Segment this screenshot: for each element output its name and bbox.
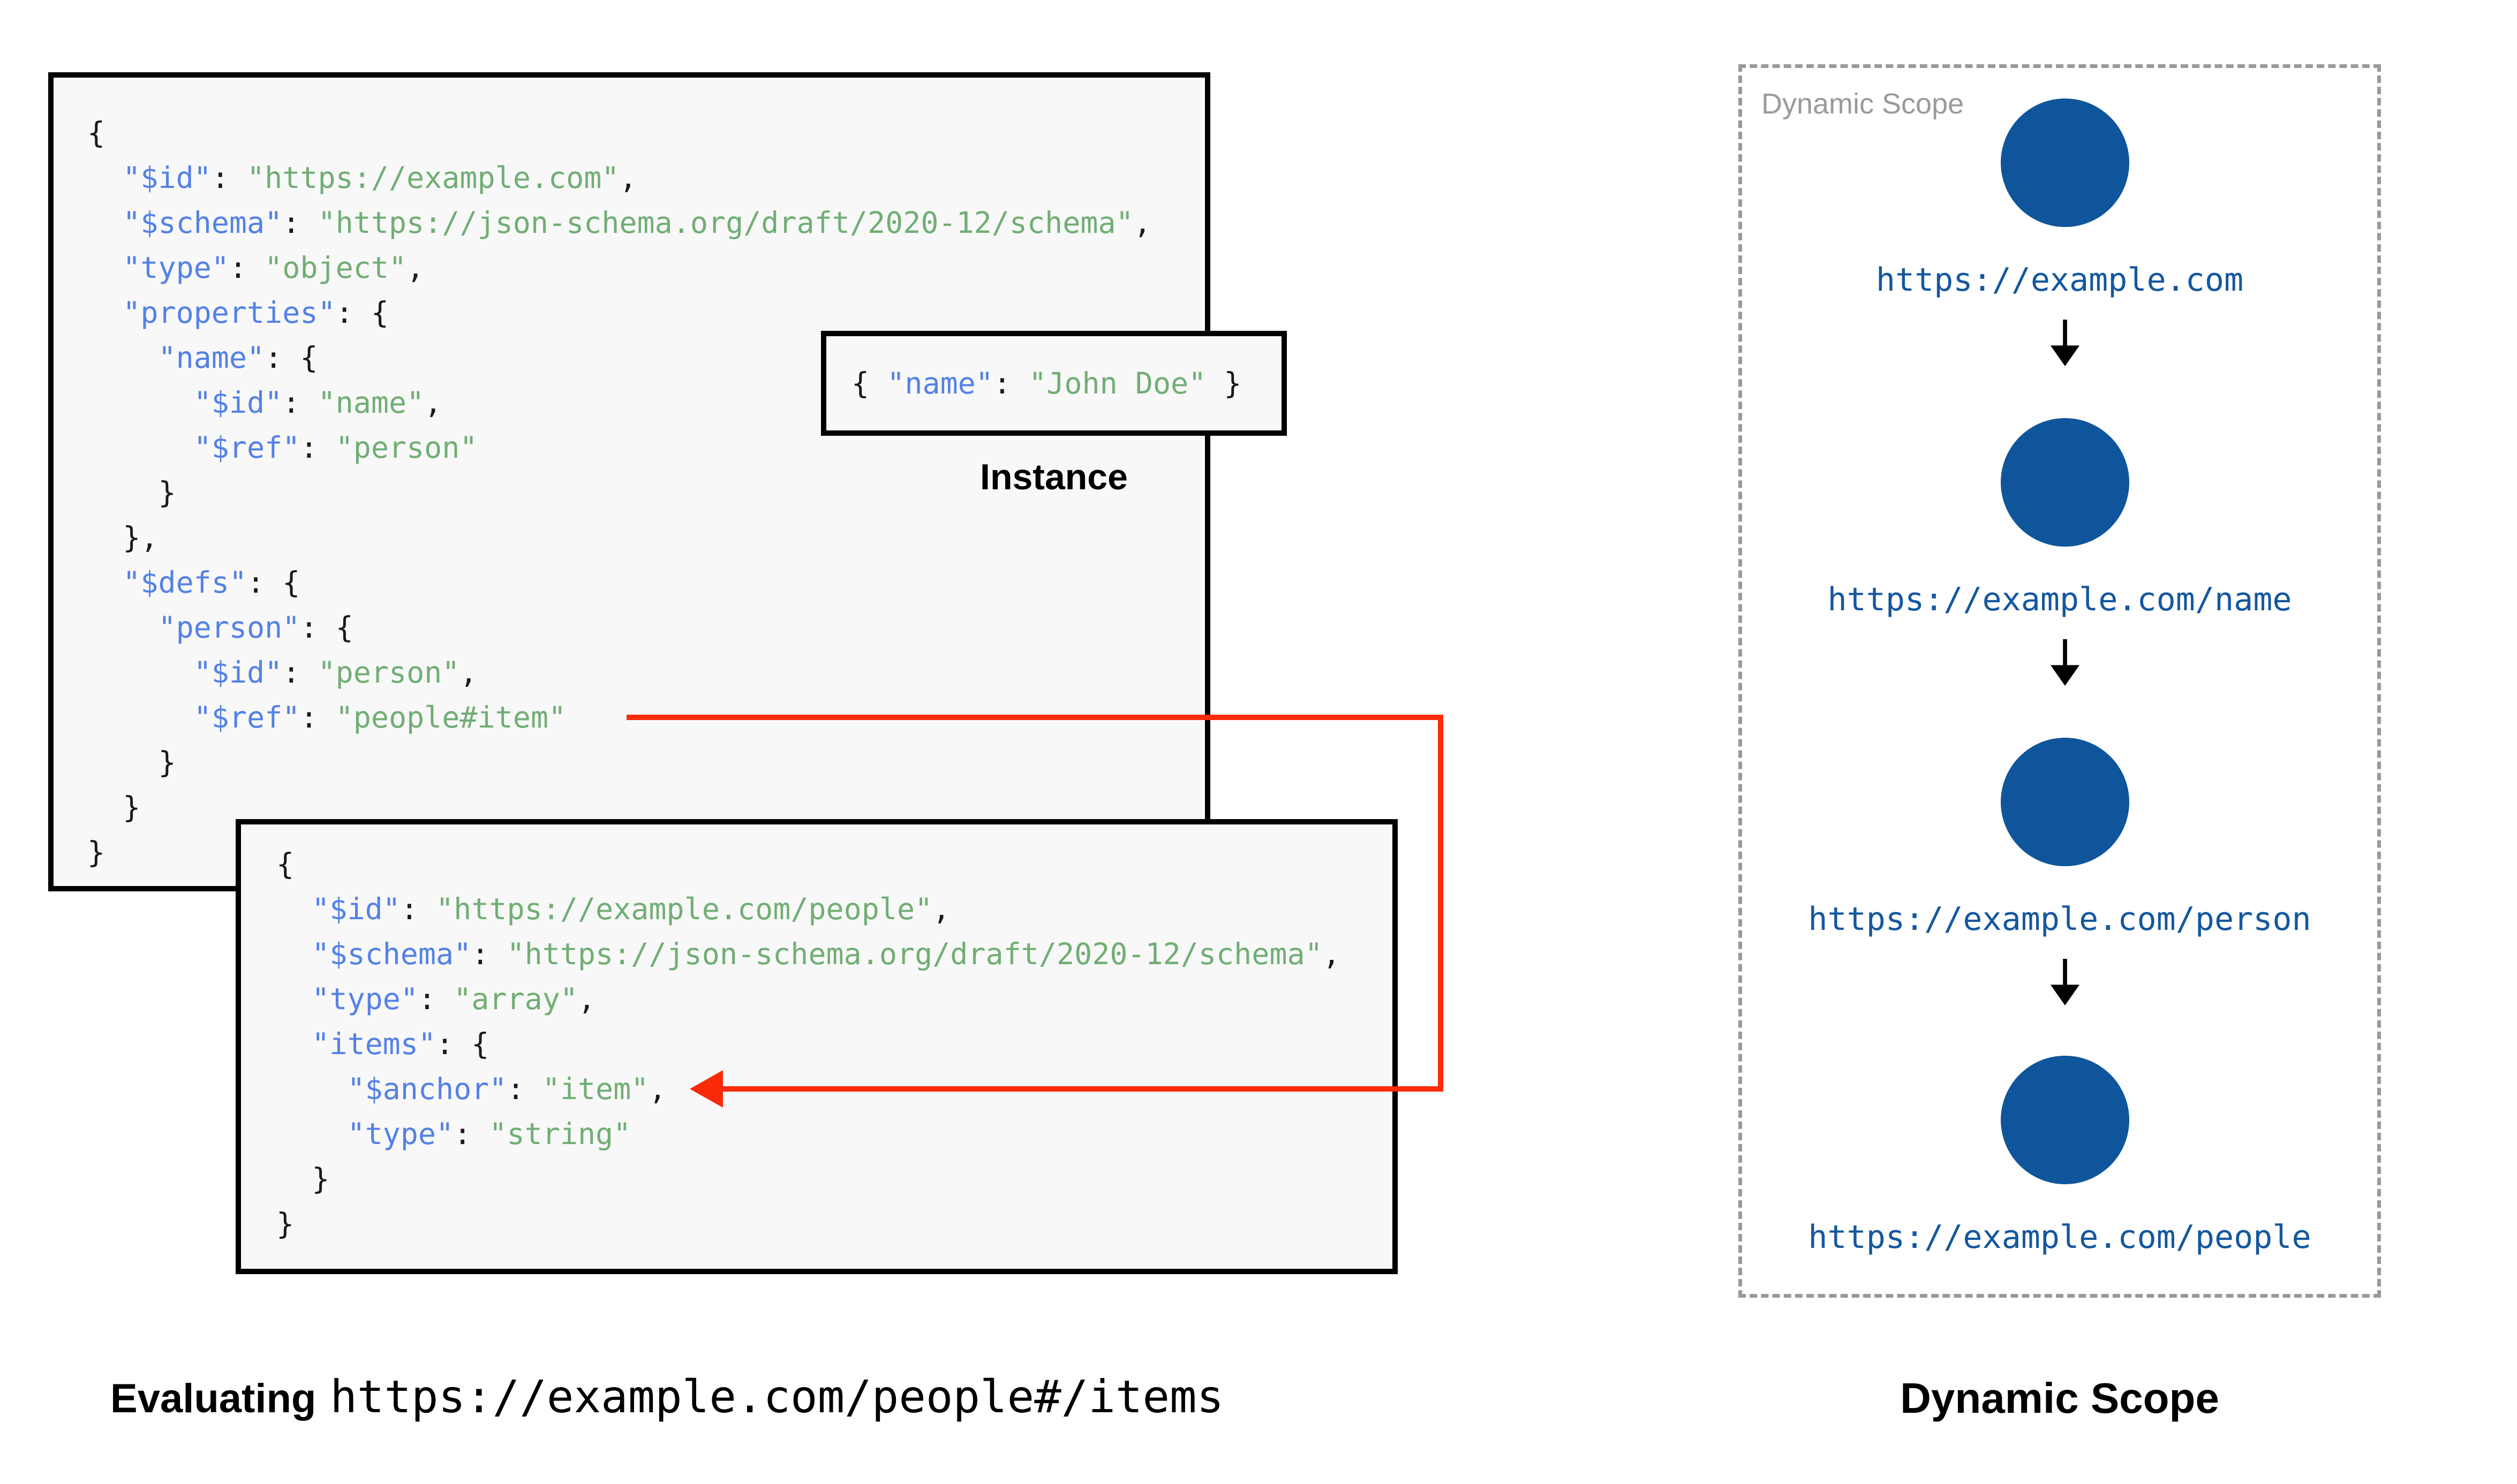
schema-people-code: { "$id": "https://example.com/people", "…: [276, 847, 1340, 1241]
dynamic-scope-panel: Dynamic Scope https://example.com https:…: [1738, 64, 2381, 1298]
scope-node-circle: [2001, 418, 2129, 547]
schema-root-code: { "$id": "https://example.com", "$schema…: [87, 116, 1151, 869]
scope-node-circle: [2001, 738, 2129, 866]
scope-node-circle: [2001, 1056, 2129, 1184]
evaluating-caption-uri: https://example.com/people#/items: [330, 1371, 1224, 1423]
schema-people-box: { "$id": "https://example.com/people", "…: [236, 819, 1398, 1274]
instance-code: { "name": "John Doe" }: [851, 366, 1242, 400]
scope-node-url: https://example.com/name: [1827, 581, 2292, 618]
evaluating-caption-bold: Evaluating: [110, 1376, 316, 1421]
arrow-down-icon: [2050, 639, 2080, 686]
arrow-down-icon: [2050, 959, 2080, 1005]
dynamic-scope-caption: Dynamic Scope: [1900, 1374, 2219, 1422]
evaluating-caption: Evaluating https://example.com/people#/i…: [110, 1371, 1224, 1423]
arrow-down-icon: [2050, 320, 2080, 366]
scope-node-url: https://example.com/people: [1808, 1218, 2311, 1256]
instance-label: Instance: [980, 457, 1128, 497]
scope-node-url: https://example.com: [1875, 261, 2244, 299]
scope-node-url: https://example.com/person: [1808, 900, 2311, 938]
dynamic-scope-panel-title: Dynamic Scope: [1761, 88, 1964, 120]
scope-node-circle: [2001, 99, 2129, 227]
instance-box: { "name": "John Doe" }: [821, 331, 1287, 436]
